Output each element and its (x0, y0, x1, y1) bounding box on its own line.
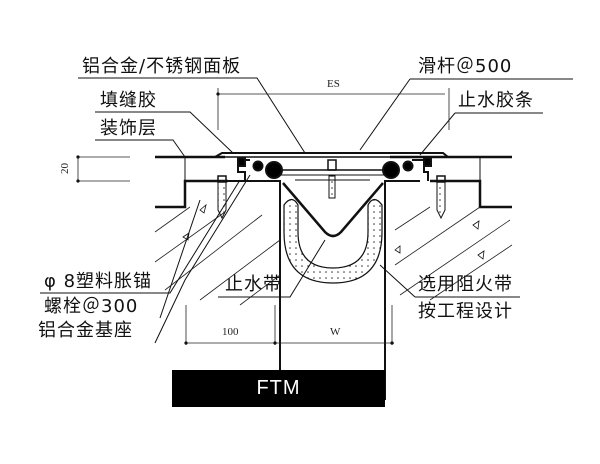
base-profile-right (382, 157, 432, 400)
model-title: FTM (256, 377, 301, 399)
label-base: 铝合金基座 (38, 320, 133, 341)
label-firestop-line1: 选用阻火带 (418, 274, 513, 295)
label-seal-strip: 止水胶条 (458, 90, 534, 111)
fire-barrier (283, 198, 383, 284)
dim-20: 20 (59, 163, 71, 174)
label-decor-layer: 装饰层 (100, 118, 157, 139)
base-profile-left (208, 157, 283, 400)
leader-lines (40, 77, 573, 344)
anchor-bolt-right (436, 175, 446, 220)
label-slide-bar: 滑杆＠500 (418, 56, 513, 77)
dim-es: ES (327, 78, 340, 90)
label-cover-panel: 铝合金/不锈钢面板 (82, 56, 242, 77)
label-anchor-line2: 螺栓＠300 (44, 296, 139, 317)
waterstop-v (282, 182, 384, 238)
concrete-hatch-right (394, 206, 513, 301)
model-title-bar: FTM (172, 370, 385, 407)
dimension-ticks (76, 92, 394, 345)
label-anchor-line1: φ 8塑料胀锚 (44, 271, 153, 292)
dim-100: 100 (222, 326, 239, 338)
concrete-hatch-left (154, 203, 281, 306)
label-sealant: 填缝胶 (100, 90, 157, 111)
slide-bar-bolt (327, 159, 337, 199)
dimension-lines (77, 88, 450, 345)
label-firestop-line2: 按工程设计 (418, 301, 513, 322)
dim-w: W (330, 326, 341, 338)
label-waterstop: 止水带 (225, 274, 282, 295)
anchor-bolt-left (217, 175, 227, 220)
